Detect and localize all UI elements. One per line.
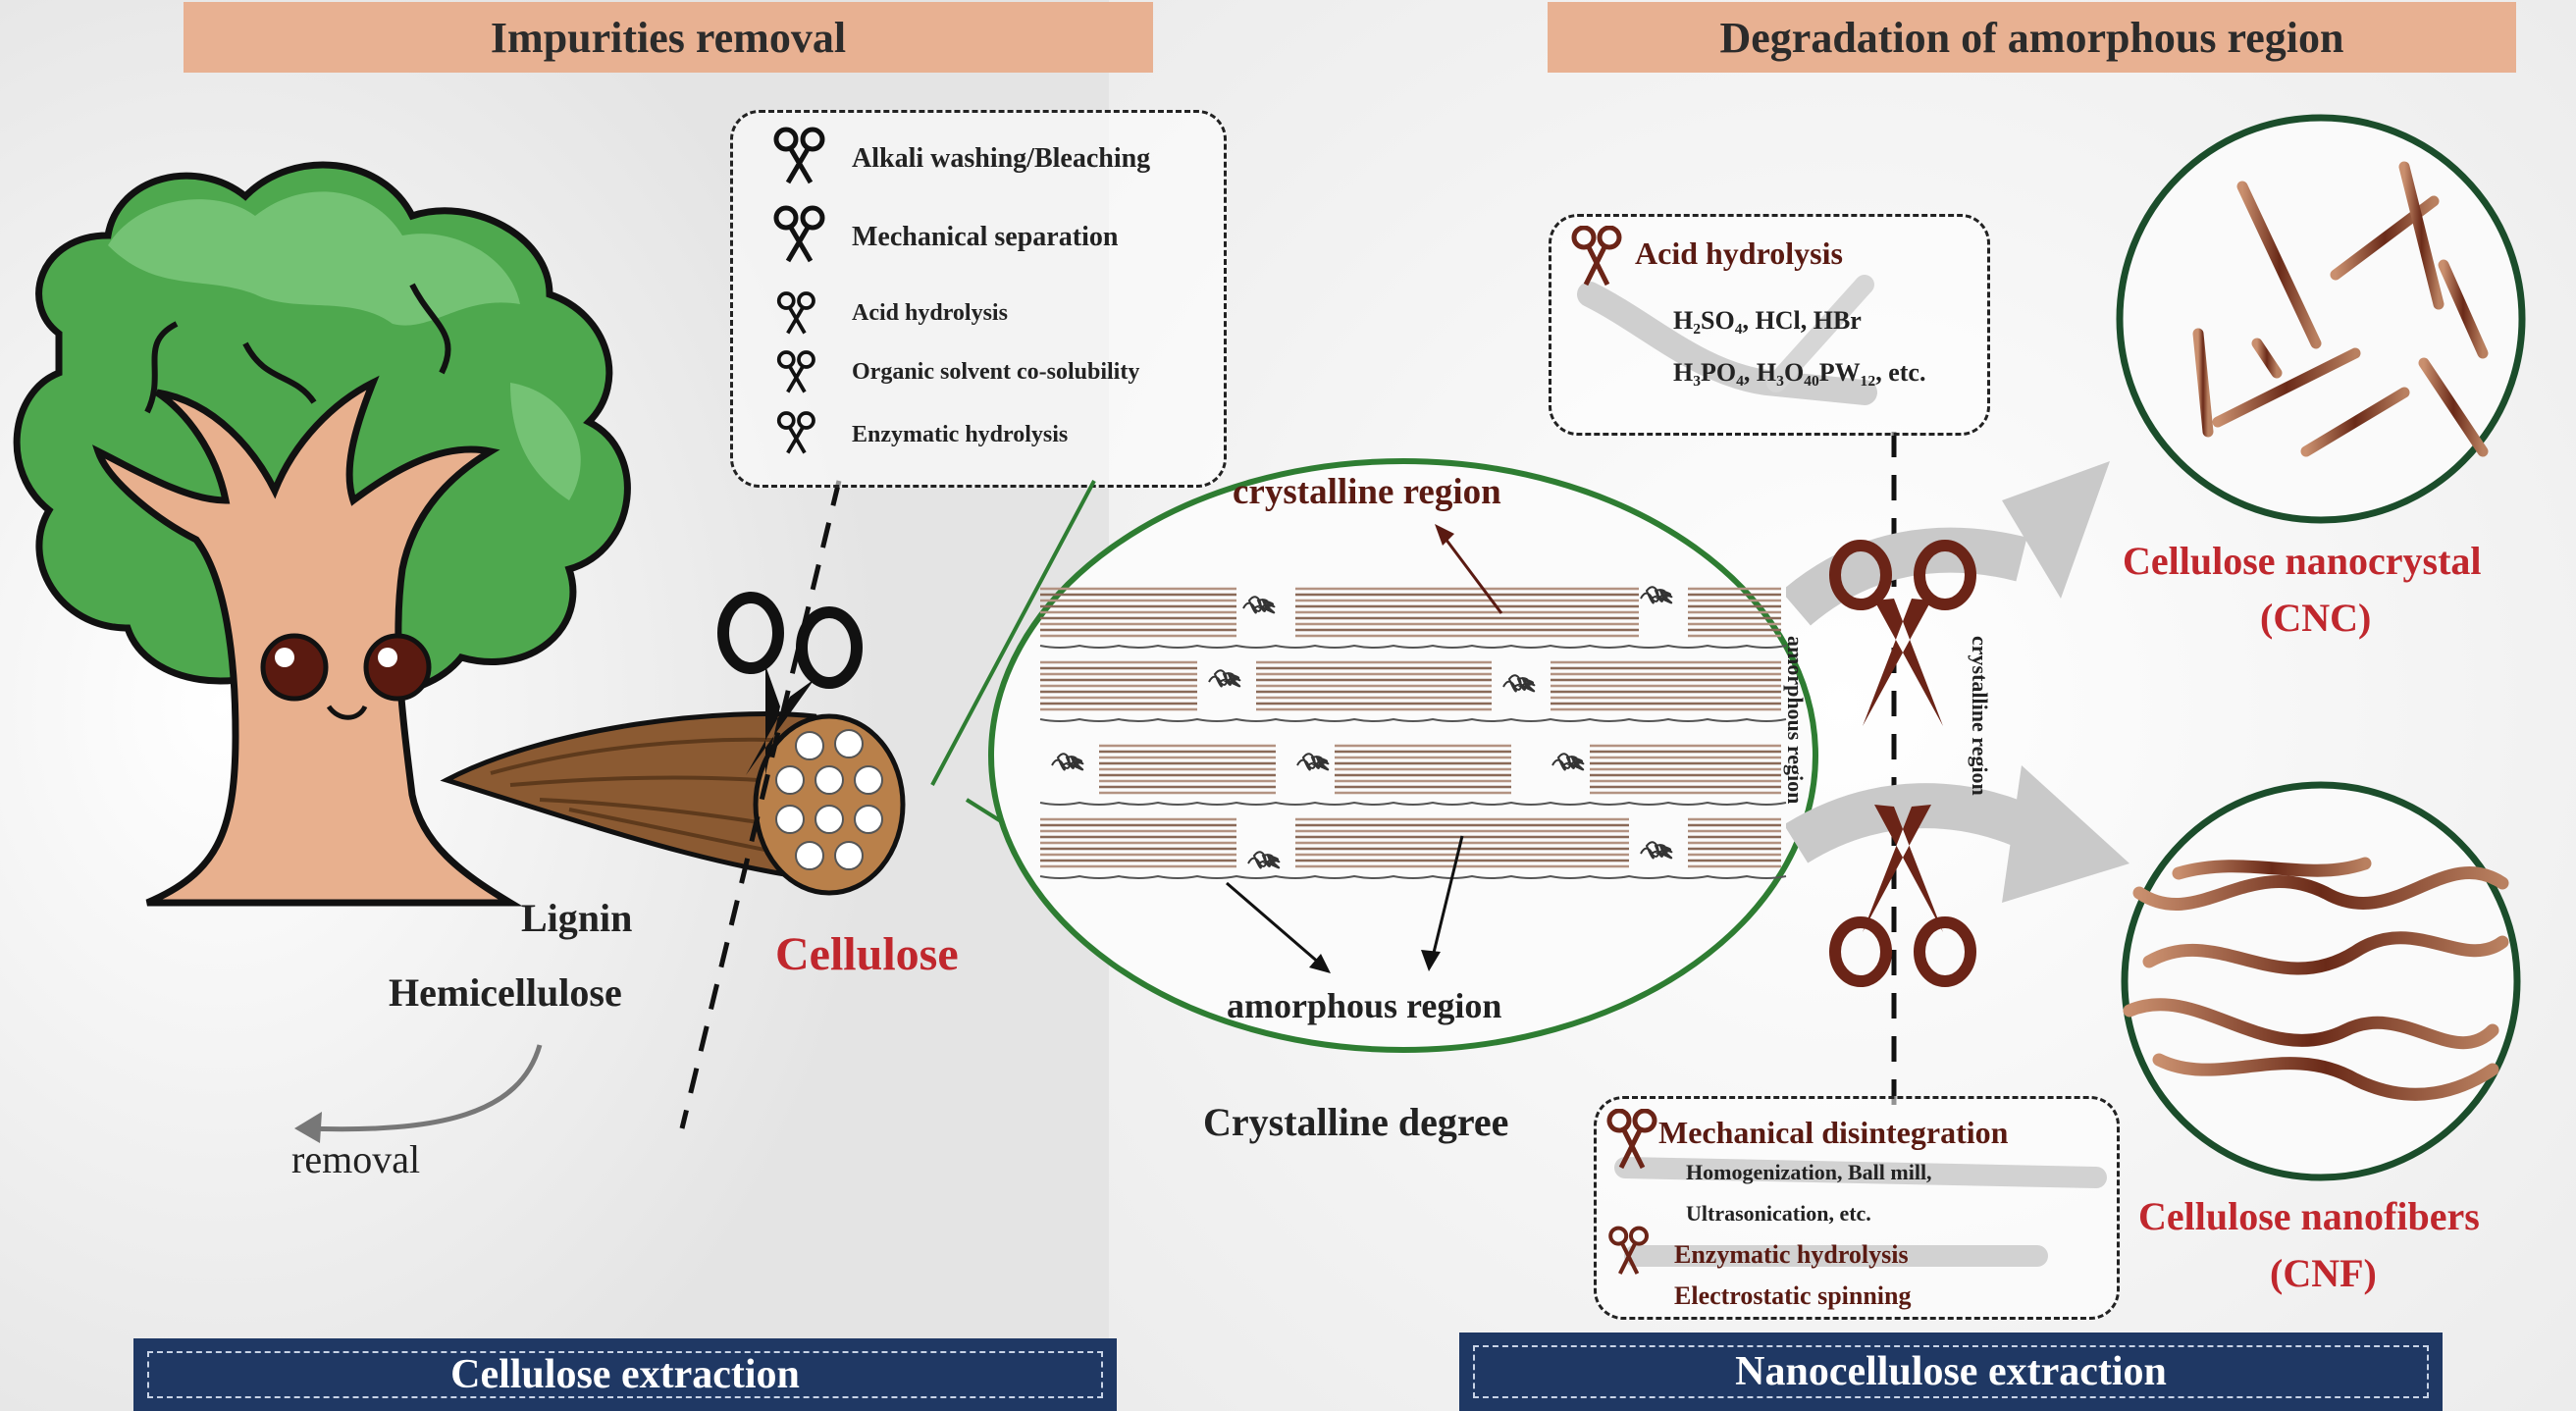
cnf-abbr: (CNF) <box>2270 1251 2377 1295</box>
method-scissors-column <box>773 127 825 454</box>
mechanical-box-decoration <box>1606 1109 2107 1275</box>
acid-hydrolysis-title: Acid hydrolysis <box>1635 235 1843 271</box>
method-item: Alkali washing/Bleaching <box>852 143 1151 174</box>
mechanical-line-2: Ultrasonication, etc. <box>1686 1201 1871 1226</box>
amorphous-region-label: amorphous region <box>1227 986 1502 1025</box>
method-item: Mechanical separation <box>852 222 1119 252</box>
lignin-label: Lignin <box>521 896 633 940</box>
removal-label: removal <box>291 1137 421 1181</box>
hemicellulose-label: Hemicellulose <box>389 970 622 1015</box>
scissors-icon <box>773 127 825 184</box>
footer-cellulose-extraction: Cellulose extraction <box>133 1338 1117 1411</box>
scissor-crystalline-label: crystalline region <box>1968 636 1992 796</box>
tree-illustration <box>13 161 631 907</box>
cnc-abbr: (CNC) <box>2260 596 2372 640</box>
method-item: Enzymatic hydrolysis <box>852 422 1069 447</box>
crystalline-fibers <box>1039 587 1787 879</box>
acid-box-decoration <box>1571 226 1877 405</box>
acid-line-2: H₃PO₄, H₃O₄₀PW₁₂, etc. <box>1673 358 1926 387</box>
scissors-crystalline-icon <box>1829 540 1976 726</box>
banner-impurities-removal: Impurities removal <box>184 2 1153 73</box>
cnf-circle <box>2121 781 2521 1181</box>
method-item: Acid hydrolysis <box>852 300 1008 326</box>
mechanical-title: Mechanical disintegration <box>1658 1115 2009 1150</box>
mechanical-box <box>1594 1096 2120 1320</box>
footer-right-label: Nanocellulose extraction <box>1735 1349 2167 1394</box>
crystalline-degree-label: Crystalline degree <box>1203 1100 1509 1144</box>
scissors-icon <box>717 592 863 775</box>
cnc-circle <box>2116 114 2526 524</box>
footer-nanocellulose-extraction: Nanocellulose extraction <box>1459 1333 2443 1411</box>
acid-line-1: H₂SO₄, HCl, HBr <box>1673 306 1862 335</box>
cellulose-log <box>440 711 906 896</box>
mechanical-line-1: Homogenization, Ball mill, <box>1686 1160 1932 1184</box>
crystalline-region-label: crystalline region <box>1233 472 1501 512</box>
scissor-amorphous-label: amorphous region <box>1783 636 1808 805</box>
cellulose-label: Cellulose <box>775 928 959 980</box>
dashed-connector <box>1891 432 1897 1119</box>
footer-left-label: Cellulose extraction <box>450 1352 800 1397</box>
dashed-separator <box>679 480 842 1129</box>
banner-degradation: Degradation of amorphous region <box>1548 2 2516 73</box>
removal-arrow <box>294 1044 543 1143</box>
banner-right-label: Degradation of amorphous region <box>1719 13 2344 62</box>
cnf-name: Cellulose nanofibers <box>2138 1194 2480 1238</box>
amorphous-tangles <box>1051 586 1673 869</box>
scissors-amorphous-icon <box>1829 805 1976 987</box>
mechanical-line-3: Enzymatic hydrolysis <box>1674 1240 1909 1269</box>
mechanical-line-4: Electrostatic spinning <box>1674 1281 1912 1310</box>
banner-left-label: Impurities removal <box>490 13 847 62</box>
method-item: Organic solvent co-solubility <box>852 359 1140 385</box>
cellulose-structure-zoom <box>988 458 1818 1053</box>
cnc-name: Cellulose nanocrystal <box>2123 539 2482 583</box>
